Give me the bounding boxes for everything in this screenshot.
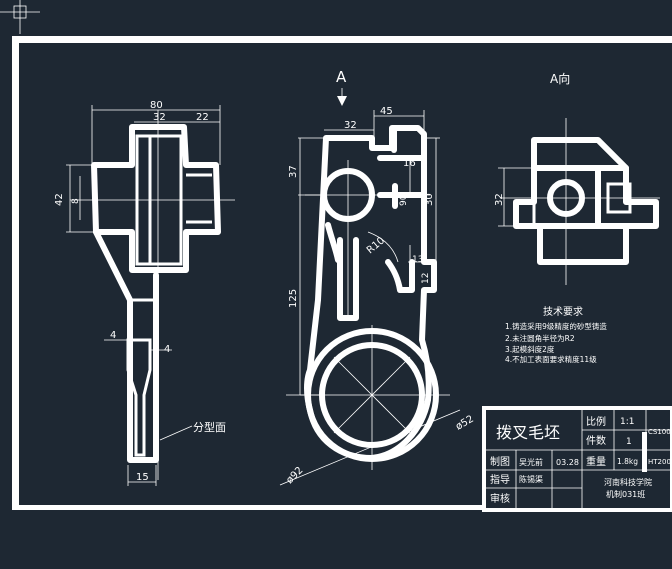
count-value: 1: [626, 437, 632, 447]
note-2: 2.未注圆角半径为R2: [505, 333, 575, 343]
dim-22: 22: [196, 112, 209, 123]
a-view-title: A向: [550, 71, 570, 86]
dim-45: 45: [380, 106, 393, 117]
notes-title: 技术要求: [543, 305, 583, 318]
drawing-code: CS1002: [648, 428, 672, 436]
dim-13: 13: [412, 255, 423, 265]
draw-label: 制图: [490, 455, 510, 468]
technical-notes: 技术要求 1.铸造采用9级精度的砂型铸造 2.未注圆角半径为R2 3.起模斜度2…: [505, 305, 607, 364]
review-label: 审核: [490, 492, 510, 505]
weight-label: 重量: [586, 455, 606, 468]
dim-4-right: 4: [164, 344, 170, 355]
dim-d92: ø92: [284, 465, 305, 486]
material: HT200: [648, 458, 671, 466]
parting-surface-label: 分型面: [193, 420, 226, 434]
dim-15: 15: [136, 472, 149, 483]
guide-label: 指导: [490, 473, 510, 486]
drawing-frame: [12, 36, 672, 510]
dim-r10: R10: [365, 235, 387, 256]
title-block: 拨叉毛坯 比例 1:1 CS1002 件数 1 制图 吴光前 03.28 重量 …: [482, 406, 672, 512]
dim-80: 80: [150, 100, 163, 111]
note-3: 3.起模斜度2度: [505, 344, 555, 354]
front-view: A 45: [279, 68, 476, 486]
guide-name: 陈锡渠: [519, 474, 543, 484]
crosshair-cursor: [0, 0, 40, 34]
dim-16: 16: [403, 158, 416, 169]
dim-37: 37: [288, 165, 299, 178]
a-direction-view: A向 32: [494, 71, 660, 285]
dim-8: 8: [71, 198, 81, 204]
draw-date: 03.28: [556, 458, 579, 467]
dim-32-a: 32: [494, 193, 505, 206]
scale-value: 1:1: [620, 417, 634, 427]
dim-12: 12: [421, 273, 431, 284]
scale-label: 比例: [586, 415, 606, 428]
dim-30: 30: [424, 193, 435, 206]
draw-name: 吴光前: [519, 457, 543, 467]
note-4: 4.不加工表面要求精度11级: [505, 354, 597, 364]
school-name: 河南科技学院: [604, 477, 652, 487]
dim-4-left: 4: [110, 330, 116, 341]
side-view: 80 32 22 42 8 4 4 15 分型面: [54, 100, 235, 486]
count-label: 件数: [586, 434, 606, 447]
dim-90: 90: [399, 194, 409, 206]
part-name: 拨叉毛坯: [496, 423, 560, 442]
weight-value: 1.8kg: [617, 457, 638, 466]
class-name: 机制031班: [606, 489, 645, 499]
dim-32: 32: [153, 112, 166, 123]
dim-32-front: 32: [344, 120, 357, 131]
dim-42: 42: [54, 193, 65, 206]
dim-125: 125: [288, 289, 299, 308]
note-1: 1.铸造采用9级精度的砂型铸造: [505, 321, 607, 331]
view-label-a: A: [336, 68, 347, 86]
dim-d52: ø52: [454, 414, 476, 433]
